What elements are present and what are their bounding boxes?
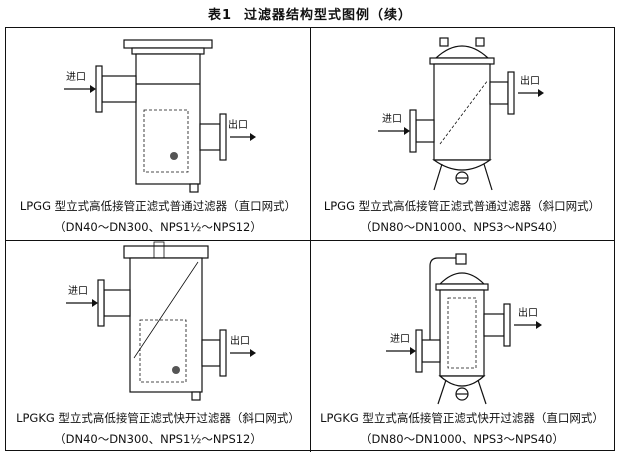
figure-size-range: （DN80～DN1000、NPS3～NPS40）: [360, 432, 564, 446]
inlet-label: 进口: [382, 113, 402, 125]
outlet-label: 出口: [520, 74, 540, 87]
outlet-label: 出口: [228, 118, 248, 131]
figure-cell-lpgg-slanted: 进口 出口 LPGG 型立式高低接管正滤式普通过滤器（斜口网式） （DN80～D…: [310, 28, 614, 240]
figure-cell-lpgg-straight: 进口 出口 LPGG 型立式高低接管正滤式普通过滤器（直口网式） （DN40～D…: [6, 28, 310, 240]
table-number: 表1: [207, 8, 233, 23]
figure-table: 进口 出口 LPGG 型立式高低接管正滤式普通过滤器（直口网式） （DN40～D…: [5, 27, 615, 452]
filter-drawing-lpgg-straight: 进口 出口: [64, 39, 256, 193]
filter-drawing-lpgg-slanted: 进口 出口: [378, 37, 544, 191]
figure-caption: LPGG 型立式高低接管正滤式普通过滤器（斜口网式）: [323, 199, 601, 213]
table-title: 表1 过滤器结构型式图例（续）: [0, 4, 620, 23]
inlet-label: 进口: [66, 71, 86, 83]
figure-caption: LPGG 型立式高低接管正滤式普通过滤器（直口网式）: [19, 199, 297, 213]
outlet-label: 出口: [230, 334, 250, 347]
figure-size-range: （DN40～DN300、NPS1½～NPS12）: [54, 220, 262, 234]
table-divider-horizontal: [6, 240, 614, 241]
table-title-text: 过滤器结构型式图例（续）: [244, 8, 413, 23]
figure-caption: LPGKG 型立式高低接管正滤式快开过滤器（直口网式）: [320, 411, 604, 425]
figure-size-range: （DN40～DN300、NPS1½～NPS12）: [54, 432, 262, 446]
figure-cell-lpgkg-slanted: 进口 出口 LPGKG 型立式高低接管正滤式快开过滤器（斜口网式） （DN40～…: [6, 240, 310, 452]
outlet-label: 出口: [518, 306, 538, 319]
inlet-label: 进口: [68, 285, 88, 297]
filter-drawing-lpgkg-straight: 进口 出口: [386, 253, 542, 405]
figure-caption: LPGKG 型立式高低接管正滤式快开过滤器（斜口网式）: [16, 411, 300, 425]
inlet-label: 进口: [390, 333, 410, 345]
filter-drawing-lpgkg-slanted: 进口 出口: [66, 241, 256, 401]
figure-cell-lpgkg-straight: 进口 出口 LPGKG 型立式高低接管正滤式快开过滤器（直口网式） （DN80～…: [310, 240, 614, 452]
figure-size-range: （DN80～DN1000、NPS3～NPS40）: [360, 220, 564, 234]
